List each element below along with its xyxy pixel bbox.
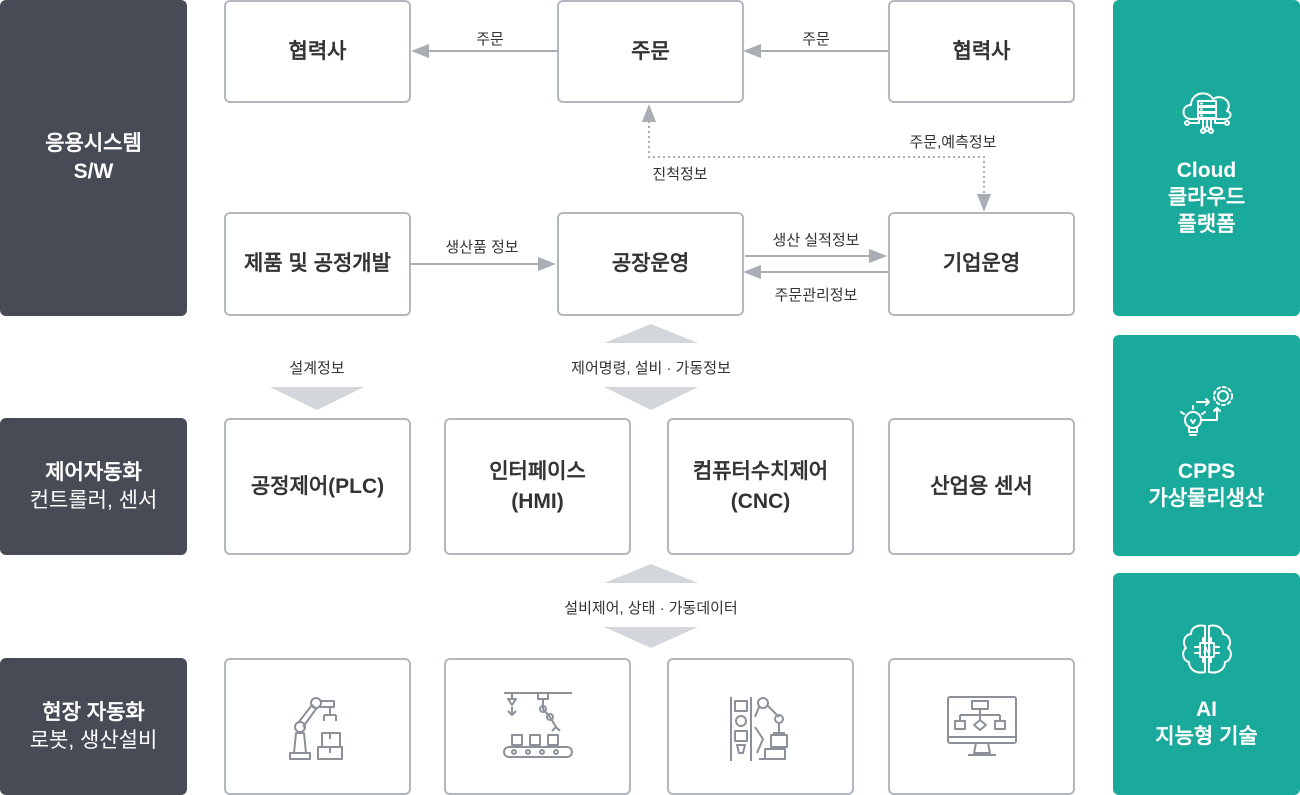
node-label: 공정제어(PLC) xyxy=(250,474,385,498)
panel-label: AI xyxy=(1196,698,1217,721)
node-factory-ops: 공장운영 xyxy=(557,212,744,316)
arrow-up-control-command xyxy=(604,324,698,343)
panel-label: 가상물리생산 xyxy=(1148,486,1265,510)
edge-label-order: 주문 xyxy=(802,31,830,48)
dotted-progress-forecast-link xyxy=(641,104,992,212)
edge-label-product-info: 생산품 정보 xyxy=(445,239,519,256)
node-label: 기업운영 xyxy=(942,252,1021,275)
node-label: 협력사 xyxy=(288,39,347,63)
cloud-server-icon xyxy=(1182,91,1232,134)
layer-control-automation: 제어자동화 컨트롤러, 센서 xyxy=(0,418,187,555)
edge-label-order: 주문 xyxy=(476,31,504,48)
layer-field-automation: 현장 자동화 로봇, 생산설비 xyxy=(0,658,187,795)
arrow-down-equipment-control xyxy=(604,627,698,648)
node-product-dev: 제품 및 공정개발 xyxy=(224,212,411,316)
layer-title: 현장 자동화 xyxy=(42,700,145,724)
panel-label: CPPS xyxy=(1177,459,1236,483)
node-industrial-sensor: 산업용 센서 xyxy=(888,418,1075,555)
layer-subtitle: 로봇, 생산설비 xyxy=(29,728,158,752)
edge-label-order-mgmt: 주문관리정보 xyxy=(774,287,858,304)
lightbulb-gear-icon xyxy=(1179,385,1233,436)
panel-label: 지능형 기술 xyxy=(1155,725,1258,748)
node-plc: 공정제어(PLC) xyxy=(224,418,411,555)
arrow-down-control-command xyxy=(604,387,698,410)
node-label: 컴퓨터수치제어 xyxy=(692,459,829,483)
arrow-up-equipment-control xyxy=(604,564,698,583)
node-partner-right: 협력사 xyxy=(888,0,1075,103)
ai-brain-icon: AI xyxy=(1181,624,1232,674)
node-field-monitor xyxy=(888,658,1075,795)
panel-cpps: CPPS 가상물리생산 xyxy=(1113,335,1300,556)
edge-label-design-info: 설계정보 xyxy=(289,360,345,377)
node-label: 주문 xyxy=(631,39,670,63)
panel-ai: AI AI 지능형 기술 xyxy=(1113,573,1300,795)
node-label: 공장운영 xyxy=(611,252,690,275)
node-order: 주문 xyxy=(557,0,744,103)
node-label: 협력사 xyxy=(952,39,1011,63)
conveyor-robot-icon xyxy=(502,691,573,758)
layer-application-sw: 응용시스템 S/W xyxy=(0,0,187,316)
arrow-down-design-info xyxy=(270,387,364,410)
node-partner-left: 협력사 xyxy=(224,0,411,103)
edge-label-equipment-control: 설비제어, 상태 · 가동데이터 xyxy=(564,600,738,617)
svg-text:AI: AI xyxy=(1203,646,1211,655)
node-label: 제품 및 공정개발 xyxy=(244,252,391,275)
node-field-production-line xyxy=(667,658,854,795)
layer-subtitle: 컨트롤러, 센서 xyxy=(29,488,158,512)
layer-title: 제어자동화 xyxy=(45,460,142,484)
edge-label-progress-info: 진척정보 xyxy=(652,166,708,183)
node-enterprise-ops: 기업운영 xyxy=(888,212,1075,316)
node-cnc: 컴퓨터수치제어 (CNC) xyxy=(667,418,854,555)
production-line-icon xyxy=(729,696,788,761)
node-label: 인터페이스 xyxy=(489,459,586,483)
edge-label-control-command: 제어명령, 설비 · 가동정보 xyxy=(571,360,731,377)
layer-subtitle: S/W xyxy=(73,160,114,183)
node-label: (CNC) xyxy=(730,489,791,513)
node-label: (HMI) xyxy=(511,489,564,513)
robot-arm-icon xyxy=(288,696,343,760)
node-label: 산업용 센서 xyxy=(930,474,1033,498)
node-field-conveyor xyxy=(444,658,631,795)
node-hmi: 인터페이스 (HMI) xyxy=(444,418,631,555)
edge-label-production-results: 생산 실적정보 xyxy=(772,232,860,249)
panel-cloud-platform: Cloud 클라우드 플랫폼 xyxy=(1113,0,1300,316)
panel-label: 클라우드 xyxy=(1167,185,1246,209)
edge-label-order-forecast: 주문,예측정보 xyxy=(909,134,997,151)
layer-title: 응용시스템 xyxy=(45,132,142,155)
panel-label: Cloud xyxy=(1176,158,1237,182)
panel-label: 플랫폼 xyxy=(1177,212,1236,236)
node-field-robot-arm xyxy=(224,658,411,795)
monitor-flowchart-icon xyxy=(946,695,1017,756)
